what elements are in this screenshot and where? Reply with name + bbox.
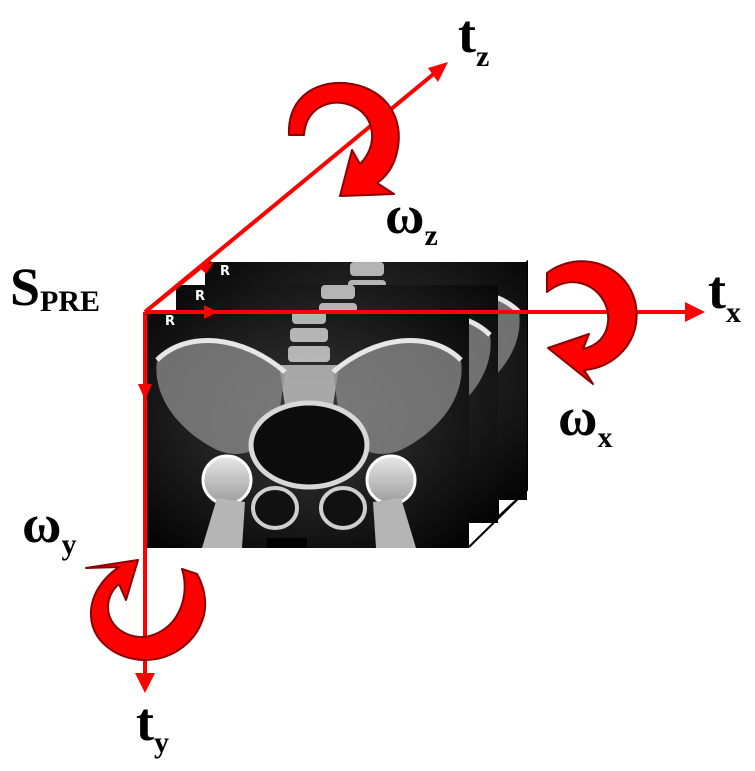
- translation-y-main: t: [136, 692, 154, 752]
- translation-z-main: t: [458, 4, 476, 64]
- frame-marker-front: R: [165, 314, 175, 329]
- rotation-x-icon: [547, 261, 637, 384]
- rotation-x-sub: x: [597, 421, 612, 454]
- y-axis-arrowhead: [135, 673, 155, 693]
- rotation-x-main: ω: [558, 387, 597, 447]
- rotation-z-label: ωz: [385, 185, 438, 252]
- translation-x-main: t: [708, 260, 726, 320]
- origin-label-main: S: [10, 257, 40, 317]
- translation-x-label: tx: [708, 260, 741, 329]
- translation-z-sub: z: [476, 40, 489, 73]
- rotation-z-sub: z: [424, 219, 437, 252]
- origin-label: SPRE: [10, 257, 100, 318]
- translation-z-label: tz: [458, 4, 489, 73]
- translation-y-label: ty: [136, 692, 169, 759]
- rotation-y-main: ω: [22, 494, 61, 554]
- frame-marker-back: R: [220, 264, 230, 279]
- rotation-y-label: ωy: [22, 494, 76, 561]
- rotation-z-main: ω: [385, 185, 424, 245]
- translation-x-sub: x: [726, 296, 741, 329]
- rotation-y-sub: y: [61, 528, 76, 561]
- frame-marker-middle: R: [195, 289, 205, 304]
- translation-y-sub: y: [154, 726, 169, 759]
- rotation-x-label: ωx: [558, 387, 612, 454]
- z-axis-arrowhead: [428, 62, 448, 82]
- x-axis-arrowhead: [685, 302, 705, 322]
- origin-label-sub: PRE: [40, 285, 100, 318]
